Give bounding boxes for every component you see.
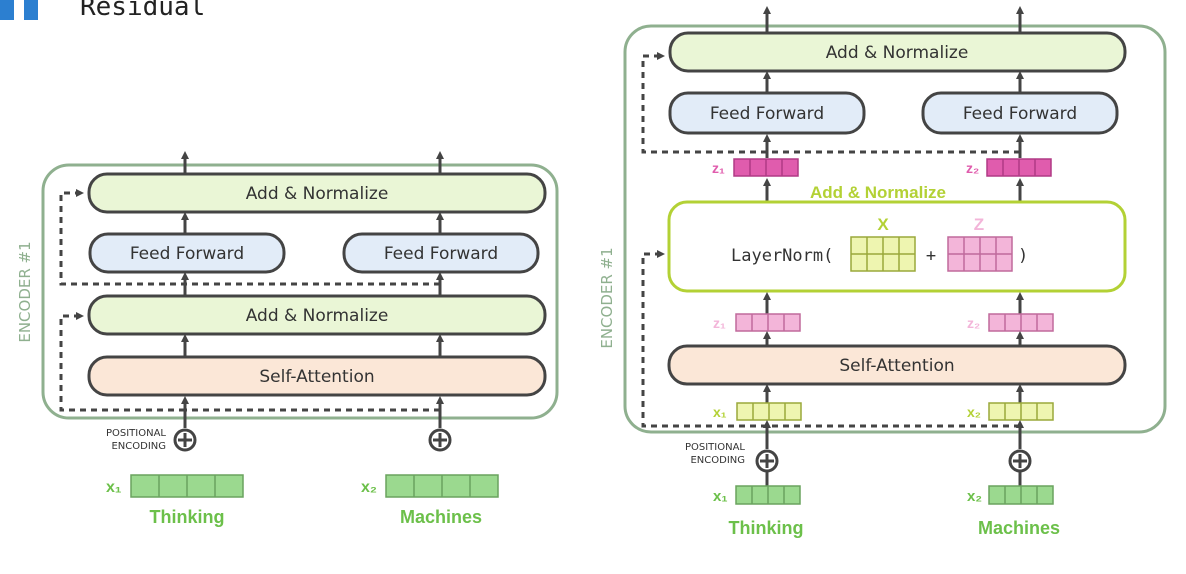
right-z1-mid-label: z₁ xyxy=(713,315,726,331)
right-word-thinking: Thinking xyxy=(729,518,804,538)
left-positional-label-2: ENCODING xyxy=(111,441,166,452)
right-x1-embedding xyxy=(735,485,801,505)
right-z2-mid-label: z₂ xyxy=(967,315,980,331)
left-add-norm-mid-box xyxy=(87,294,547,336)
right-x-label: X xyxy=(877,215,889,234)
right-x-matrix xyxy=(850,236,916,272)
right-z2-mid-vector xyxy=(988,313,1054,332)
right-layernorm-suffix: ) xyxy=(1018,246,1028,266)
left-positional-plus-icon-1 xyxy=(173,428,197,452)
right-z2-top-label: z₂ xyxy=(966,160,979,176)
left-self-attention-box xyxy=(87,355,547,397)
right-positional-label-2: ENCODING xyxy=(690,455,745,466)
left-positional-plus-icon-2 xyxy=(428,428,452,452)
left-feed-forward-2-label: Feed Forward xyxy=(384,244,498,264)
right-add-norm-caption: Add & Normalize xyxy=(810,183,946,202)
left-residual-path-lower xyxy=(59,312,185,412)
left-self-attention-label: Self-Attention xyxy=(259,367,374,387)
left-encoder-label: ENCODER #1 xyxy=(16,241,34,342)
right-x1-label: x₁ xyxy=(713,488,728,505)
left-add-norm-mid-label: Add & Normalize xyxy=(246,306,389,326)
left-encoder-box xyxy=(41,163,559,420)
right-positional-plus-icon-2 xyxy=(1008,449,1032,473)
right-z-matrix xyxy=(947,236,1013,272)
right-add-norm-top-box xyxy=(668,31,1127,73)
right-feed-forward-2-label: Feed Forward xyxy=(963,104,1077,124)
right-self-attention-box xyxy=(667,344,1127,386)
right-x2-label: x₂ xyxy=(967,488,982,505)
right-z1-mid-vector xyxy=(735,313,801,332)
right-z2-top-vector xyxy=(986,158,1052,177)
left-add-norm-top-box xyxy=(87,172,547,214)
left-encoder: ENCODER #1 Add & Normalize Feed Forward … xyxy=(16,151,559,527)
right-layernorm-prefix: LayerNorm( xyxy=(731,246,833,266)
right-positional-label-1: POSITIONAL xyxy=(685,442,745,453)
right-z-label: Z xyxy=(974,215,984,234)
left-x2-embedding xyxy=(385,474,499,498)
right-z1-top-label: z₁ xyxy=(712,160,725,176)
left-add-norm-top-label: Add & Normalize xyxy=(246,184,389,204)
right-residual-path-lower xyxy=(641,250,1020,428)
right-x2-mid-vector xyxy=(988,402,1054,421)
right-positional-plus-icon-1 xyxy=(755,449,779,473)
right-feed-forward-1-box xyxy=(668,91,866,135)
left-positional-label-1: POSITIONAL xyxy=(106,428,166,439)
right-self-attention-label: Self-Attention xyxy=(839,356,954,376)
right-feed-forward-1-label: Feed Forward xyxy=(710,104,824,124)
right-residual-path-upper xyxy=(641,52,1020,154)
right-z1-top-vector xyxy=(733,158,799,177)
right-encoder-label: ENCODER #1 xyxy=(598,247,616,348)
right-x1-mid-vector xyxy=(736,402,802,421)
right-x1-mid-label: x₁ xyxy=(713,404,727,420)
right-add-norm-top-label: Add & Normalize xyxy=(826,43,969,63)
right-x2-embedding xyxy=(988,485,1054,505)
right-x2-mid-label: x₂ xyxy=(967,404,981,420)
left-feed-forward-1-label: Feed Forward xyxy=(130,244,244,264)
right-layernorm-plus: + xyxy=(926,246,936,266)
left-residual-path-upper xyxy=(59,189,440,286)
right-feed-forward-2-box xyxy=(921,91,1119,135)
left-x1-embedding xyxy=(130,474,244,498)
left-word-machines: Machines xyxy=(400,507,482,527)
title-logo-icon xyxy=(0,0,44,20)
left-word-thinking: Thinking xyxy=(150,507,225,527)
left-x2-label: x₂ xyxy=(361,479,377,496)
right-encoder: ENCODER #1 Add & Normalize Feed Forward … xyxy=(598,6,1167,538)
left-x1-label: x₁ xyxy=(106,479,122,496)
right-encoder-box xyxy=(623,24,1167,434)
page-title: Residual xyxy=(80,0,206,22)
right-word-machines: Machines xyxy=(978,518,1060,538)
